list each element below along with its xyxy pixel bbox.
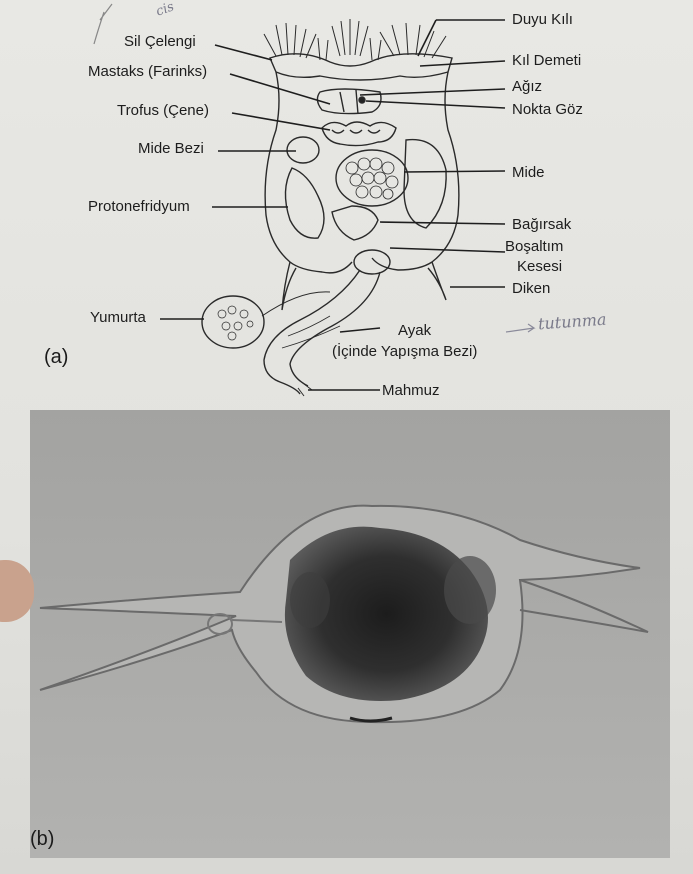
protonephridium <box>284 167 325 239</box>
egg <box>201 295 265 349</box>
bladder <box>353 249 391 275</box>
stomach <box>335 149 409 207</box>
panel-label-a: (a) <box>44 346 69 368</box>
label-agiz: Ağız <box>512 78 543 95</box>
foot <box>263 269 381 395</box>
gastric-gland <box>286 136 320 164</box>
rotifer-body-mass <box>284 526 488 701</box>
label-mide-bezi: Mide Bezi <box>138 140 204 157</box>
body-outline <box>264 71 460 274</box>
label-sil-celengi: Sil Çelengi <box>124 33 196 50</box>
leader-lines <box>160 19 506 391</box>
label-ayak: Ayak <box>398 322 432 339</box>
label-diken: Diken <box>512 280 551 297</box>
label-mahmuz: Mahmuz <box>382 382 440 399</box>
label-nokta-goz: Nokta Göz <box>512 101 583 118</box>
label-kesesi: Kesesi <box>517 258 563 275</box>
label-mastaks: Mastaks (Farinks) <box>88 63 208 80</box>
cilia-crown <box>263 19 447 61</box>
rotifer-diagram <box>93 3 536 397</box>
label-yumurta: Yumurta <box>90 309 146 326</box>
label-trofus: Trofus (Çene) <box>117 102 209 119</box>
label-duyu-kili: Duyu Kılı <box>512 11 573 28</box>
right-spine <box>427 261 447 301</box>
ovary <box>403 138 447 229</box>
trophi <box>321 121 397 147</box>
mastax <box>316 88 382 115</box>
label-yapisma-bezi: (İçinde Yapışma Bezi) <box>332 343 478 360</box>
left-spine <box>281 261 297 311</box>
label-mide: Mide <box>512 164 545 181</box>
label-protonefridyum: Protonefridyum <box>88 198 190 215</box>
intestine <box>331 205 379 241</box>
label-kil-demeti: Kıl Demeti <box>512 52 582 69</box>
panel-label-b: (b) <box>30 828 55 850</box>
label-bagirsak: Bağırsak <box>512 216 572 233</box>
label-bosaltim: Boşaltım <box>505 238 564 255</box>
